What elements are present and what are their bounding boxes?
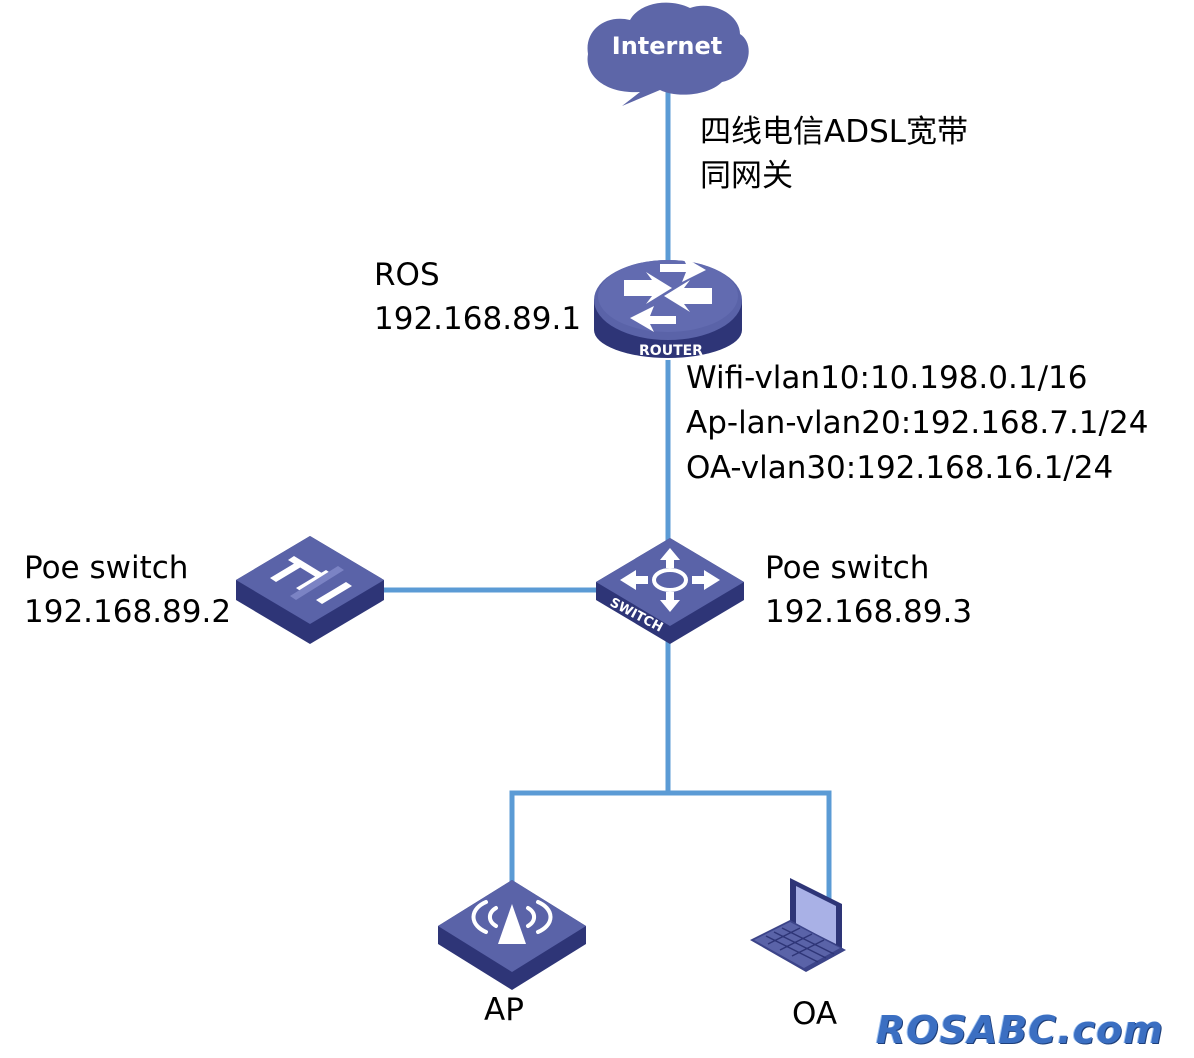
router-icon: ROUTER xyxy=(594,256,742,359)
laptop-icon xyxy=(750,878,846,972)
left-switch-name: Poe switch xyxy=(24,550,189,586)
center-switch-icon: SWITCH xyxy=(596,538,744,644)
link-to-ap xyxy=(509,790,668,885)
cloud-label: Internet xyxy=(612,32,722,60)
watermark-logo: ROSABC.com xyxy=(876,1008,1164,1052)
uplink-line-1: 四线电信ADSL宽带 xyxy=(700,114,969,150)
center-switch-ip: 192.168.89.3 xyxy=(765,594,973,630)
links xyxy=(384,85,832,900)
ap-label: AP xyxy=(484,992,524,1028)
internet-cloud-icon: Internet xyxy=(587,2,749,107)
router-vlan-list: Wifi-vlan10:10.198.0.1/16 Ap-lan-vlan20:… xyxy=(686,356,1148,491)
oa-label: OA xyxy=(792,996,838,1032)
left-switch-label: Poe switch 192.168.89.2 xyxy=(24,546,231,634)
link-to-oa xyxy=(668,790,832,900)
vlan-entry: Ap-lan-vlan20:192.168.7.1/24 xyxy=(686,405,1149,441)
center-switch-label: Poe switch 192.168.89.3 xyxy=(765,546,972,634)
router-ip: 192.168.89.1 xyxy=(374,301,582,337)
router-label: ROS 192.168.89.1 xyxy=(374,253,581,341)
left-switch-icon xyxy=(236,536,384,644)
center-switch-name: Poe switch xyxy=(765,550,930,586)
router-name: ROS xyxy=(374,257,440,293)
left-switch-ip: 192.168.89.2 xyxy=(24,594,232,630)
vlan-entry: Wifi-vlan10:10.198.0.1/16 xyxy=(686,360,1088,396)
access-point-icon xyxy=(438,880,586,990)
vlan-entry: OA-vlan30:192.168.16.1/24 xyxy=(686,450,1114,486)
router-badge: ROUTER xyxy=(639,343,703,359)
uplink-description: 四线电信ADSL宽带 同网关 xyxy=(700,110,968,198)
uplink-line-2: 同网关 xyxy=(700,158,793,194)
